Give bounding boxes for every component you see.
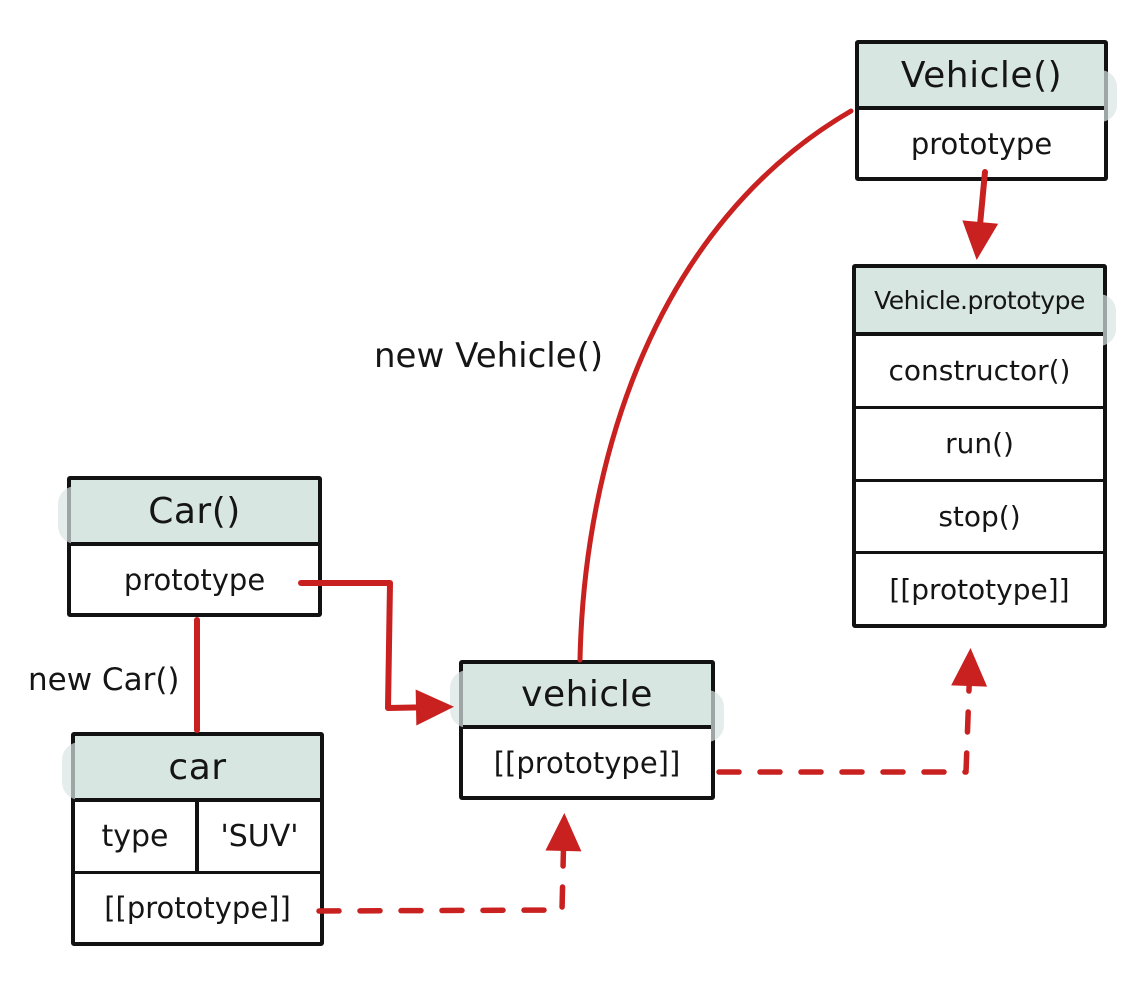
edge-label-new-vehicle: new Vehicle() [374,336,604,376]
box-title-vehicle-constructor: Vehicle() [859,44,1104,110]
box-row-vehicle-prototype-proto: [[prototype]] [856,554,1103,624]
box-row-car-constructor-prototype: prototype [71,546,318,613]
box-title-vehicle-instance: vehicle [463,664,711,729]
edge-label-new-car: new Car() [28,662,180,698]
box-row-car-proto: [[prototype]] [75,873,320,942]
box-title-car-constructor: Car() [71,480,318,546]
line-new-vehicle [577,108,854,663]
arrow-car-proto-to-vehicle [316,813,582,914]
box-vehicle-instance: vehicle [[prototype]] [450,660,724,800]
box-title-vehicle-prototype: Vehicle.prototype [856,268,1103,336]
box-title-car-instance: car [75,736,320,802]
arrow-vehicle-prototype-link [962,169,999,260]
car-type-value: 'SUV' [220,818,299,854]
box-car-constructor: Car() prototype [58,476,322,617]
car-type-key: type [75,802,199,871]
box-row-run: run() [856,408,1103,482]
box-row-stop: stop() [856,481,1103,555]
box-vehicle-constructor: Vehicle() prototype [855,40,1117,181]
box-car-instance: car type 'SUV' [[prototype]] [62,732,324,946]
box-vehicle-prototype: Vehicle.prototype constructor() run() st… [852,264,1116,628]
box-row-vehicle-constructor-prototype: prototype [859,110,1104,177]
box-row-constructor: constructor() [856,336,1103,409]
box-row-car-type: type 'SUV' [75,802,320,874]
arrow-vehicle-proto-to-vehicle-prototype [716,648,988,775]
box-row-vehicle-proto: [[prototype]] [463,729,711,796]
